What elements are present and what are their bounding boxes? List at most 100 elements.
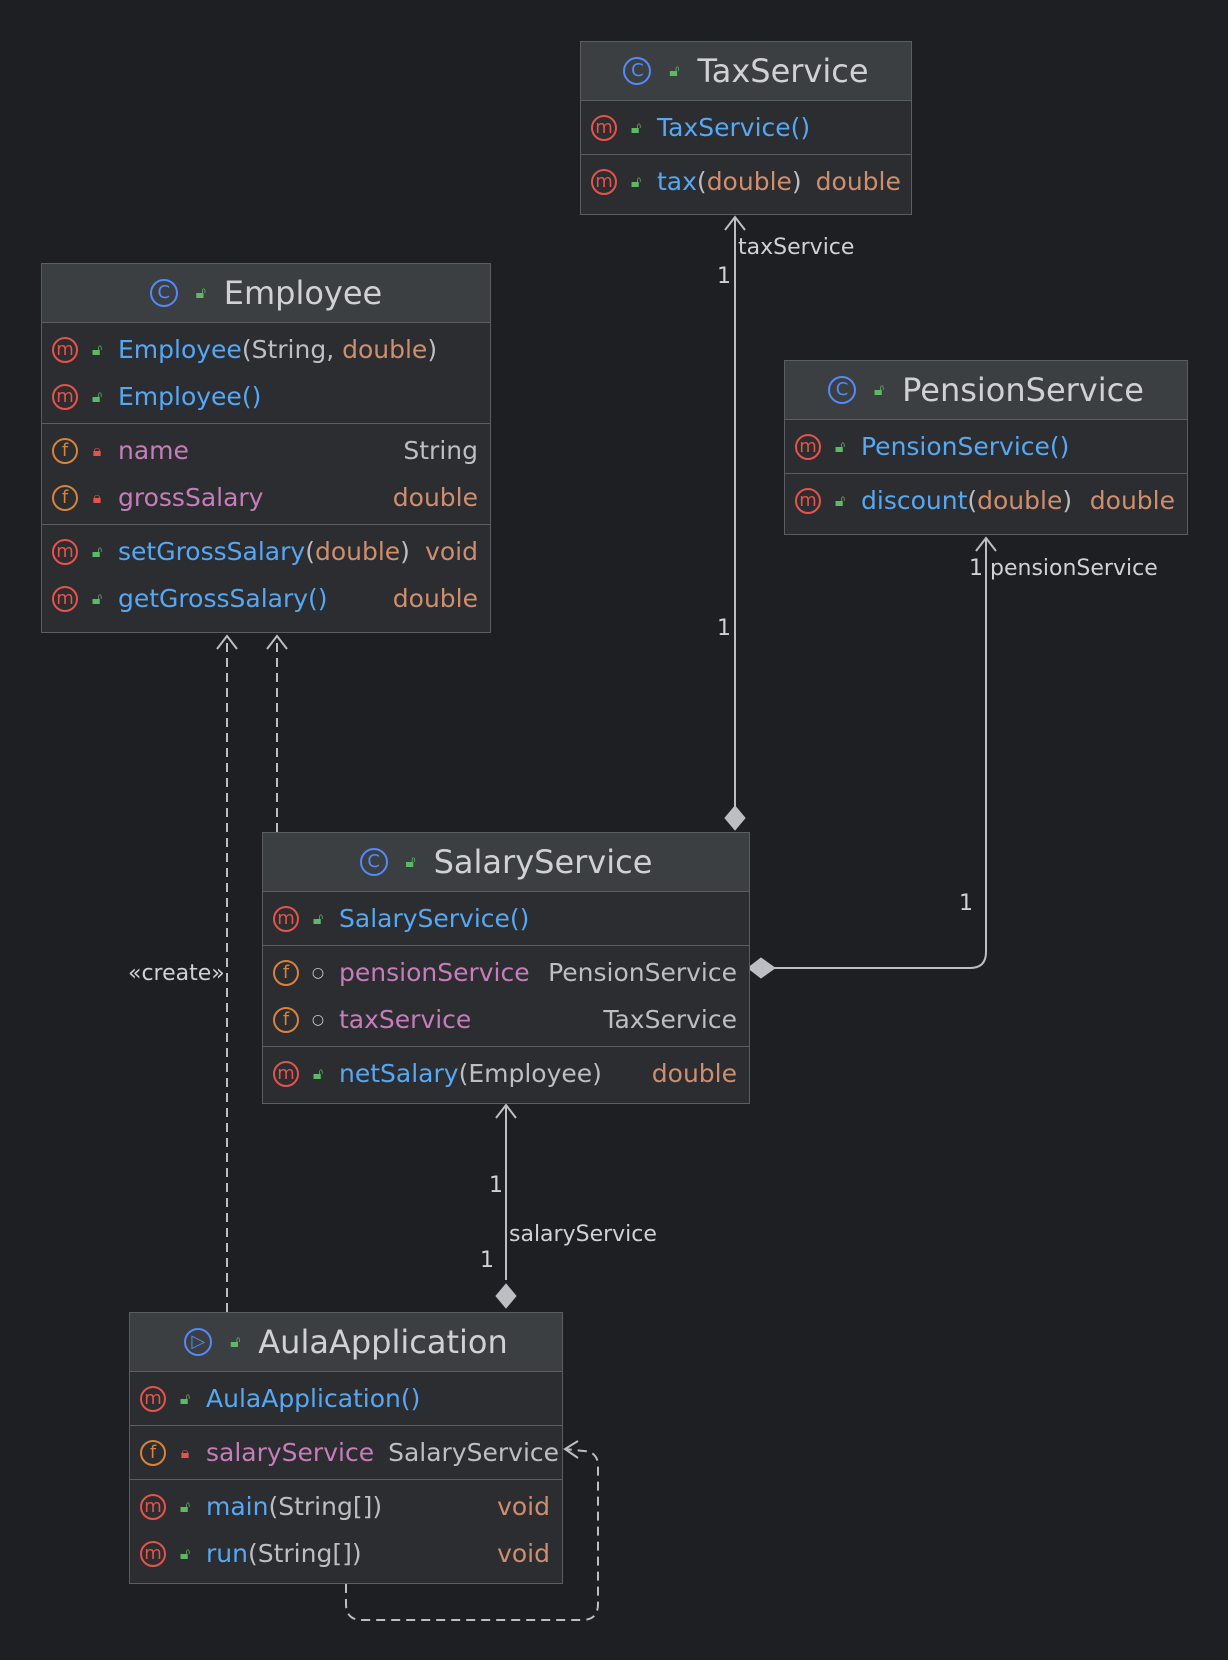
edge-label-pension-role: pensionService: [990, 556, 1158, 581]
field-row[interactable]: f 🔒︎ name String: [42, 427, 490, 474]
return-type: void: [497, 1492, 550, 1521]
method-row[interactable]: m 🔓︎ discount ( double ) double: [785, 477, 1187, 524]
edge-multiplicity: 1: [489, 1173, 503, 1198]
diamond-pension: [747, 957, 776, 979]
method-row[interactable]: m 🔓︎ setGrossSalary ( double ) void: [42, 528, 490, 575]
constructors-section: m 🔓︎ Employee (String, double ) m 🔓︎ Emp…: [42, 323, 490, 424]
method-row[interactable]: m 🔓︎ getGrossSalary() double: [42, 575, 490, 622]
method-params: (Employee): [458, 1059, 602, 1088]
unlock-icon: 🔓︎: [312, 1063, 324, 1083]
field-type: double: [392, 483, 478, 512]
method-row[interactable]: m 🔓︎ run (String[]) void: [130, 1530, 562, 1577]
arrowhead-employee-1: [216, 634, 238, 650]
constructors-section: m 🔓︎ TaxService(): [581, 101, 911, 155]
paren: (: [696, 167, 707, 196]
arrowhead-salary: [495, 1103, 517, 1119]
class-aula-application[interactable]: ▷ 🔓︎ AulaApplication m 🔓︎ AulaApplicatio…: [129, 1312, 563, 1584]
paren: (: [967, 486, 978, 515]
fields-section: f 🔒︎ salaryService SalaryService: [130, 1426, 562, 1480]
constructor-name: AulaApplication(): [206, 1384, 421, 1413]
constructor-row[interactable]: m 🔓︎ Employee (String, double ): [42, 326, 490, 373]
class-header: C 🔓︎ SalaryService: [263, 833, 749, 892]
method-name: main: [206, 1492, 269, 1521]
method-icon: m: [591, 114, 617, 141]
class-salary-service[interactable]: C 🔓︎ SalaryService m 🔓︎ SalaryService() …: [262, 832, 750, 1104]
class-icon: C: [149, 279, 178, 307]
method-row[interactable]: m 🔓︎ tax ( double ) double: [581, 158, 911, 205]
constructor-params: (String,: [241, 335, 343, 364]
methods-section: m 🔓︎ main (String[]) void m 🔓︎ run (Stri…: [130, 1480, 562, 1580]
unlock-icon: 🔓︎: [91, 339, 103, 359]
lock-icon: 🔒︎: [180, 1442, 190, 1462]
field-icon: f: [273, 1006, 299, 1033]
class-tax-service[interactable]: C 🔓︎ TaxService m 🔓︎ TaxService() m 🔓︎ t…: [580, 41, 912, 215]
constructors-section: m 🔓︎ AulaApplication(): [130, 1372, 562, 1426]
method-param: double: [314, 537, 401, 566]
paren: ): [400, 537, 410, 566]
class-title: AulaApplication: [258, 1323, 508, 1361]
constructor-row[interactable]: m 🔓︎ Employee(): [42, 373, 490, 420]
class-icon: C: [623, 57, 652, 85]
field-icon: f: [52, 437, 78, 464]
field-row[interactable]: f ○ taxService TaxService: [263, 996, 749, 1043]
class-pension-service[interactable]: C 🔓︎ PensionService m 🔓︎ PensionService(…: [784, 360, 1188, 535]
class-header: C 🔓︎ PensionService: [785, 361, 1187, 420]
method-name: getGrossSalary(): [118, 584, 328, 613]
class-title: PensionService: [902, 371, 1144, 409]
field-name: salaryService: [206, 1438, 375, 1467]
methods-section: m 🔓︎ discount ( double ) double: [785, 474, 1187, 527]
constructors-section: m 🔓︎ PensionService(): [785, 420, 1187, 474]
circle-icon: ○: [311, 1011, 325, 1028]
field-row[interactable]: f ○ pensionService PensionService: [263, 949, 749, 996]
field-type: TaxService: [603, 1005, 737, 1034]
methods-section: m 🔓︎ setGrossSalary ( double ) void m 🔓︎…: [42, 525, 490, 625]
unlock-icon: 🔓︎: [312, 908, 324, 928]
lock-icon: 🔒︎: [92, 440, 102, 460]
edge-aula-self: [345, 1448, 599, 1621]
arrowhead-employee-2: [266, 634, 288, 650]
constructor-name: Employee(): [118, 382, 262, 411]
unlock-icon: 🔓︎: [630, 171, 642, 191]
method-icon: m: [52, 383, 78, 410]
constructor-row[interactable]: m 🔓︎ AulaApplication(): [130, 1375, 562, 1422]
method-param: double: [706, 167, 792, 196]
method-row[interactable]: m 🔓︎ main (String[]) void: [130, 1483, 562, 1530]
method-params: (String[]): [247, 1539, 362, 1568]
method-icon: m: [52, 585, 78, 612]
constructor-row[interactable]: m 🔓︎ TaxService(): [581, 104, 911, 151]
return-type: void: [497, 1539, 550, 1568]
field-name: taxService: [339, 1005, 472, 1034]
field-row[interactable]: f 🔒︎ salaryService SalaryService: [130, 1429, 562, 1476]
unlock-icon: 🔓︎: [91, 386, 103, 406]
circle-icon: ○: [311, 964, 325, 981]
class-title: Employee: [223, 274, 383, 312]
unlock-icon: 🔓︎: [195, 283, 206, 302]
method-icon: m: [795, 487, 821, 514]
method-icon: m: [273, 1060, 299, 1087]
field-row[interactable]: f 🔒︎ grossSalary double: [42, 474, 490, 521]
class-icon: C: [828, 376, 857, 404]
methods-section: m 🔓︎ tax ( double ) double: [581, 155, 911, 208]
run-icon: ▷: [184, 1328, 213, 1356]
constructor-row[interactable]: m 🔓︎ SalaryService(): [263, 895, 749, 942]
edge-label-tax-role: taxService: [738, 235, 855, 260]
methods-section: m 🔓︎ netSalary (Employee) double: [263, 1047, 749, 1100]
method-icon: m: [52, 538, 78, 565]
class-employee[interactable]: C 🔓︎ Employee m 🔓︎ Employee (String, dou…: [41, 263, 491, 633]
method-name: netSalary: [339, 1059, 459, 1088]
field-name: pensionService: [339, 958, 530, 987]
method-icon: m: [140, 1493, 166, 1520]
fields-section: f ○ pensionService PensionService f ○ ta…: [263, 946, 749, 1047]
field-type: PensionService: [548, 958, 737, 987]
field-name: name: [118, 436, 189, 465]
method-icon: m: [591, 168, 617, 195]
constructor-row[interactable]: m 🔓︎ PensionService(): [785, 423, 1187, 470]
field-icon: f: [273, 959, 299, 986]
edge-salary-pension: [768, 538, 987, 969]
constructor-name: TaxService(): [657, 113, 811, 142]
method-row[interactable]: m 🔓︎ netSalary (Employee) double: [263, 1050, 749, 1097]
fields-section: f 🔒︎ name String f 🔒︎ grossSalary double: [42, 424, 490, 525]
unlock-icon: 🔓︎: [873, 380, 885, 399]
field-icon: f: [140, 1439, 166, 1466]
unlock-icon: 🔓︎: [179, 1496, 191, 1516]
